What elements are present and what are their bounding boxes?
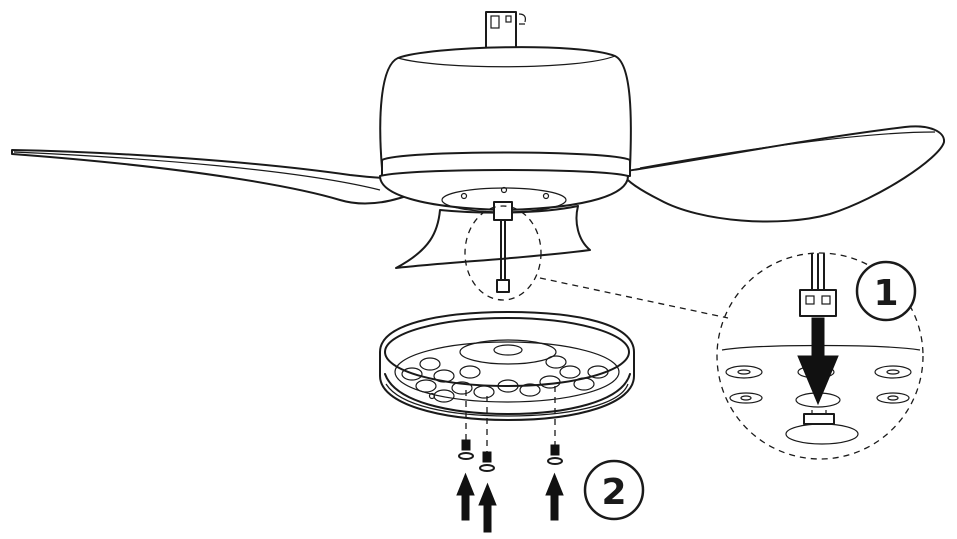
up-arrow-icon — [456, 472, 475, 521]
screw-icon — [479, 451, 495, 472]
detail-focus-circle — [464, 205, 542, 301]
up-arrow-icon — [545, 472, 564, 521]
step-1-number: 1 — [873, 273, 898, 314]
screw-guide-lines — [465, 386, 556, 452]
wire-connector-icon — [493, 201, 513, 293]
fan-motor-housing-icon — [379, 46, 632, 213]
down-arrow-icon — [797, 317, 839, 406]
mounting-bracket-icon — [485, 11, 526, 49]
up-arrow-icon — [478, 482, 497, 533]
led-light-kit-icon — [379, 311, 635, 421]
detail-leader-line — [539, 277, 729, 319]
step-1-badge: 1 — [855, 260, 917, 322]
screw-icon — [547, 444, 563, 465]
step-2-badge: 2 — [583, 459, 645, 521]
step-2-number: 2 — [601, 472, 626, 513]
fan-blade-right-icon — [619, 125, 945, 223]
screw-icon — [458, 439, 474, 460]
